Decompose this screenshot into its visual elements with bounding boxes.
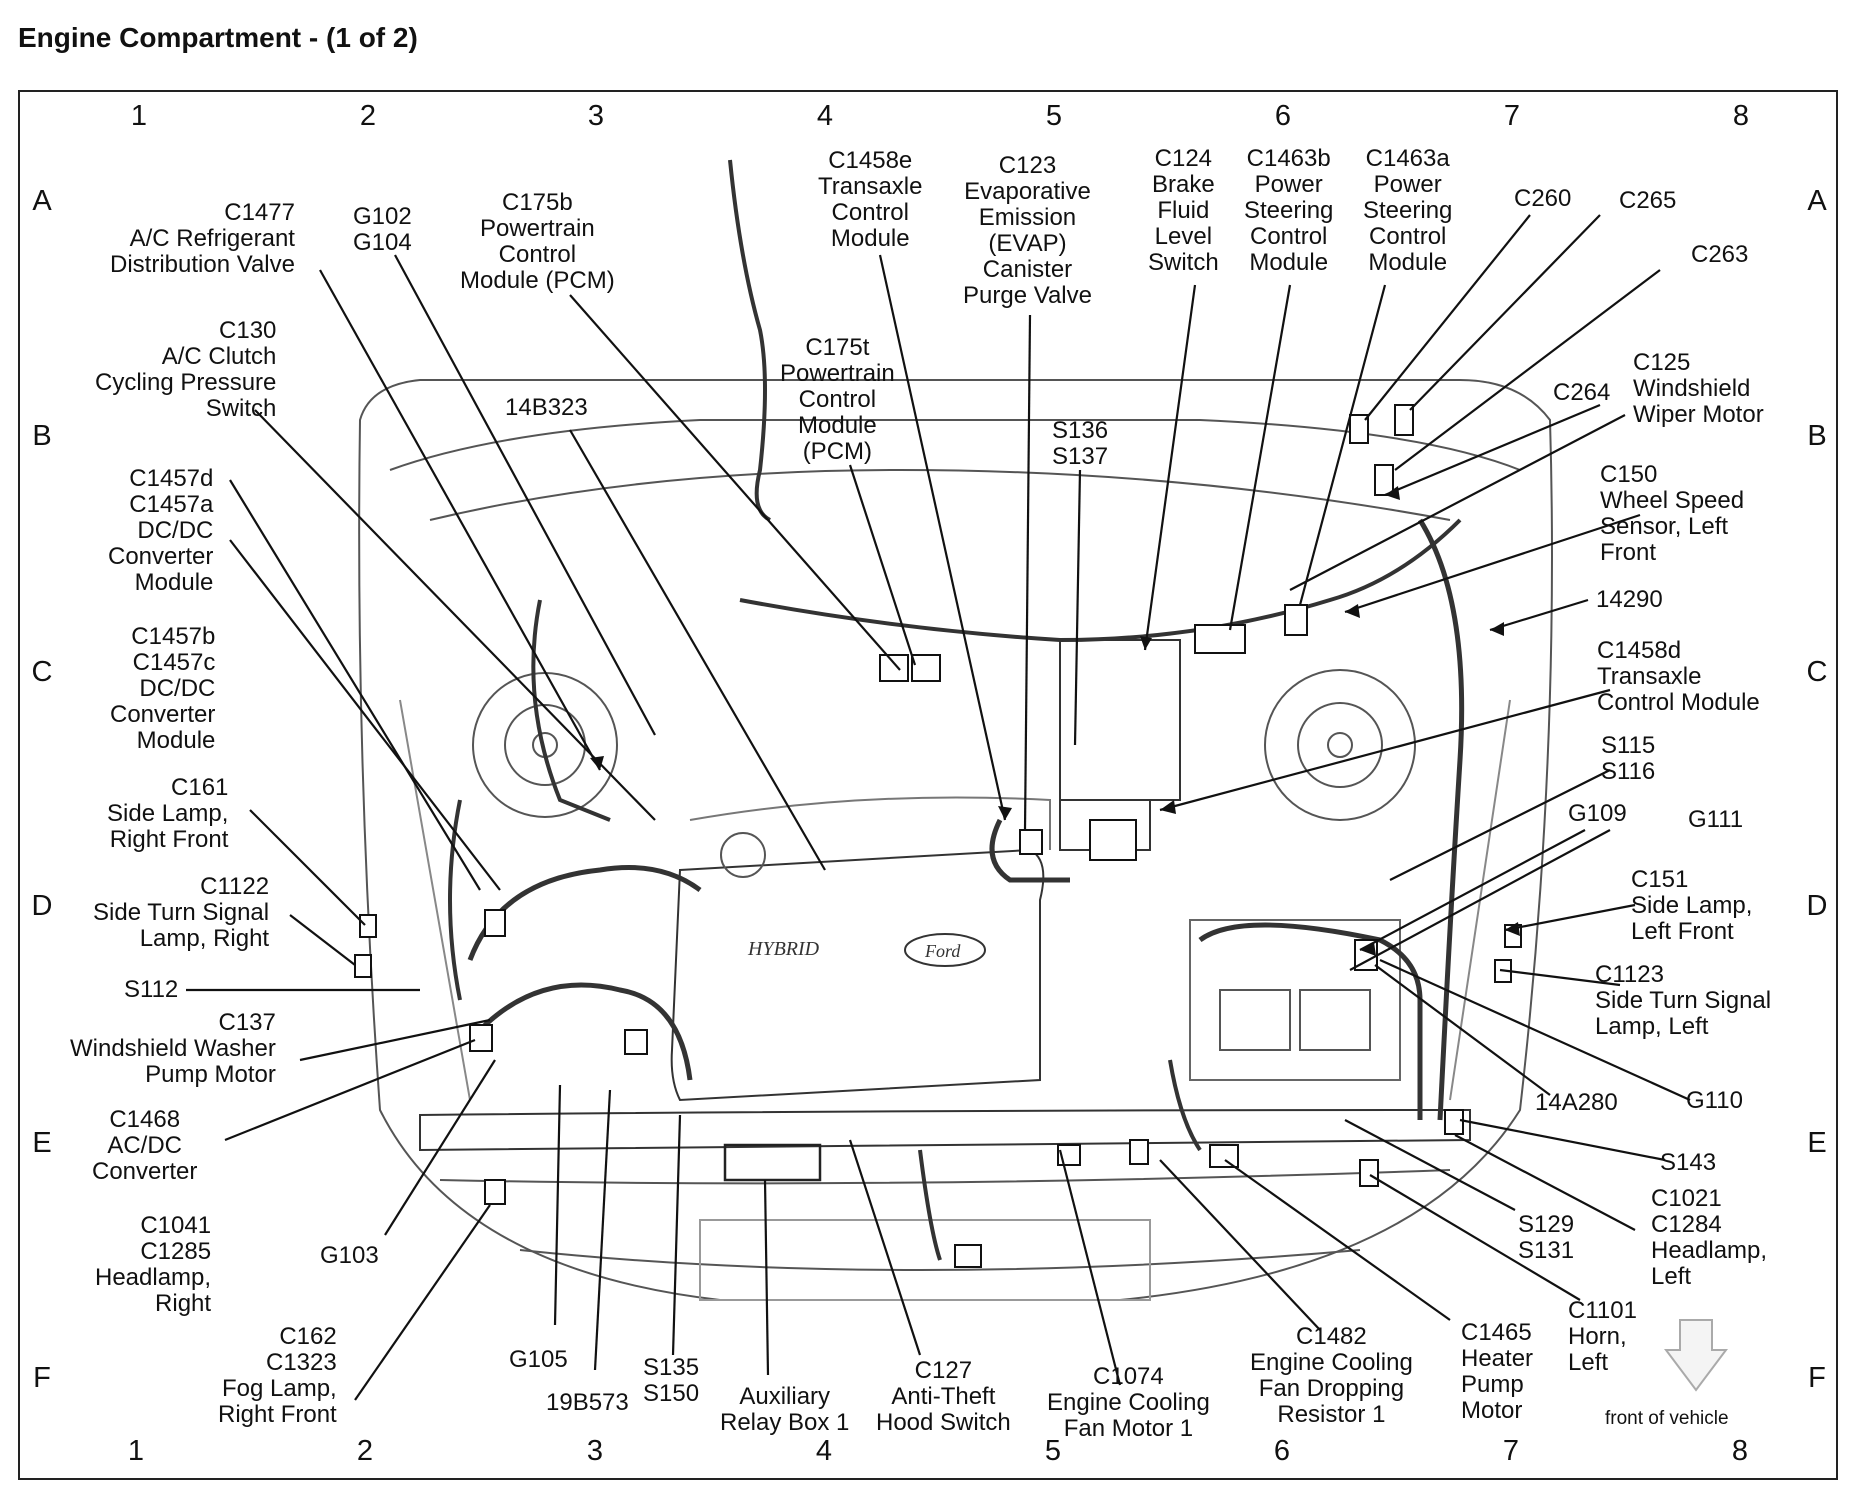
label-c1477: C1477 A/C Refrigerant Distribution Valve [110, 199, 295, 278]
label-s136-s137: S136 S137 [1052, 417, 1109, 470]
label-c127: C127 Anti-Theft Hood Switch [876, 1357, 1011, 1436]
row-B-right: B [1807, 420, 1827, 452]
label-c1458d: C1458d Transaxle Control Module [1597, 637, 1760, 716]
label-c124: C124 Brake Fluid Level Switch [1148, 145, 1219, 276]
col-7-bottom: 7 [1502, 1435, 1520, 1467]
label-s135-s150: S135 S150 [643, 1354, 700, 1407]
row-C-right: C [1806, 656, 1828, 688]
label-c175t: C175t Powertrain Control Module (PCM) [780, 334, 895, 465]
label-c1021: C1021 C1284 Headlamp, Left [1651, 1185, 1768, 1290]
label-c1457d: C1457d C1457a DC/DC Converter Module [108, 465, 214, 596]
label-c1465: C1465 Heater Pump Motor [1461, 1319, 1534, 1424]
row-C-left: C [31, 656, 53, 688]
col-2-top: 2 [359, 100, 377, 132]
battery-tray [1189, 919, 1401, 1081]
cross-member [419, 1108, 1471, 1152]
ford-badge: Ford [924, 941, 961, 961]
label-c260: C260 [1514, 185, 1572, 212]
label-c265: C265 [1619, 187, 1677, 214]
label-c130: C130 A/C Clutch Cycling Pressure Switch [95, 317, 277, 422]
front-arrow-icon [1664, 1319, 1728, 1392]
label-c1101: C1101 Horn, Left [1568, 1297, 1637, 1376]
label-g102-g104: G102 G104 [353, 203, 412, 256]
label-c137: C137 Windshield Washer Pump Motor [70, 1009, 276, 1088]
label-c1458e: C1458e Transaxle Control Module [818, 147, 923, 252]
label-c1041: C1041 C1285 Headlamp, Right [95, 1212, 212, 1317]
row-F-left: F [33, 1362, 51, 1394]
label-19b573: 19B573 [546, 1389, 629, 1416]
label-c1468: C1468 AC/DC Converter [92, 1106, 198, 1185]
col-5-top: 5 [1045, 100, 1063, 132]
col-1-bottom: 1 [127, 1435, 145, 1467]
col-7-top: 7 [1503, 100, 1521, 132]
label-c263: C263 [1691, 241, 1749, 268]
label-g110: G110 [1686, 1087, 1743, 1114]
label-c1457b: C1457b C1457c DC/DC Converter Module [110, 623, 216, 754]
row-E-left: E [32, 1127, 52, 1159]
col-4-top: 4 [816, 100, 834, 132]
col-5-bottom: 5 [1044, 1435, 1062, 1467]
col-8-bottom: 8 [1731, 1435, 1749, 1467]
label-c1122: C1122 Side Turn Signal Lamp, Right [93, 873, 270, 952]
front-of-vehicle-label: front of vehicle [1605, 1408, 1729, 1429]
col-6-bottom: 6 [1273, 1435, 1291, 1467]
row-B-left: B [32, 420, 52, 452]
label-auxiliary-relay-box: Auxiliary Relay Box 1 [720, 1383, 850, 1436]
col-3-top: 3 [587, 100, 605, 132]
hybrid-badge: HYBRID [747, 938, 820, 960]
label-14a280: 14A280 [1535, 1089, 1618, 1116]
label-g105: G105 [509, 1346, 568, 1373]
inverter-block [1059, 639, 1181, 801]
label-14290: 14290 [1596, 586, 1663, 613]
label-s115-s116: S115 S116 [1601, 732, 1656, 785]
label-g103: G103 [320, 1242, 379, 1269]
label-c125: C125 Windshield Wiper Motor [1633, 349, 1764, 428]
strut-tower-left [1264, 669, 1416, 821]
callout-lines [186, 214, 1691, 1401]
label-c1074: C1074 Engine Cooling Fan Motor 1 [1047, 1363, 1210, 1442]
label-g109: G109 [1568, 800, 1627, 827]
label-c150: C150 Wheel Speed Sensor, Left Front [1600, 461, 1745, 566]
label-c161: C161 Side Lamp, Right Front [107, 774, 229, 853]
label-c162: C162 C1323 Fog Lamp, Right Front [218, 1323, 337, 1428]
col-2-bottom: 2 [356, 1435, 374, 1467]
strut-tower-right [472, 672, 618, 818]
label-c1463a: C1463a Power Steering Control Module [1363, 145, 1453, 276]
engine-cover [670, 848, 1045, 1102]
col-8-top: 8 [1732, 100, 1750, 132]
label-c1123: C1123 Side Turn Signal Lamp, Left [1595, 961, 1772, 1040]
label-s112: S112 [124, 976, 179, 1003]
col-6-top: 6 [1274, 100, 1292, 132]
label-c1463b: C1463b Power Steering Control Module [1244, 145, 1334, 276]
col-1-top: 1 [130, 100, 148, 132]
diagram-frame [18, 90, 1838, 1480]
label-c1482: C1482 Engine Cooling Fan Dropping Resist… [1250, 1323, 1413, 1428]
row-D-right: D [1806, 890, 1828, 922]
label-14b323: 14B323 [505, 394, 588, 421]
row-E-right: E [1807, 1127, 1827, 1159]
label-c123: C123 Evaporative Emission (EVAP) Caniste… [963, 152, 1092, 309]
row-A-right: A [1807, 185, 1827, 217]
label-c151: C151 Side Lamp, Left Front [1631, 866, 1753, 945]
label-s143: S143 [1660, 1149, 1717, 1176]
col-3-bottom: 3 [586, 1435, 604, 1467]
row-F-right: F [1808, 1362, 1826, 1394]
page-title: Engine Compartment - (1 of 2) [18, 22, 418, 53]
label-g111: G111 [1688, 806, 1744, 833]
row-D-left: D [31, 890, 53, 922]
label-c175b: C175b Powertrain Control Module (PCM) [460, 189, 615, 294]
row-A-left: A [32, 185, 52, 217]
label-s129-s131: S129 S131 [1518, 1211, 1575, 1264]
col-4-bottom: 4 [815, 1435, 833, 1467]
relay-box [723, 1143, 822, 1182]
label-c264: C264 [1553, 379, 1611, 406]
